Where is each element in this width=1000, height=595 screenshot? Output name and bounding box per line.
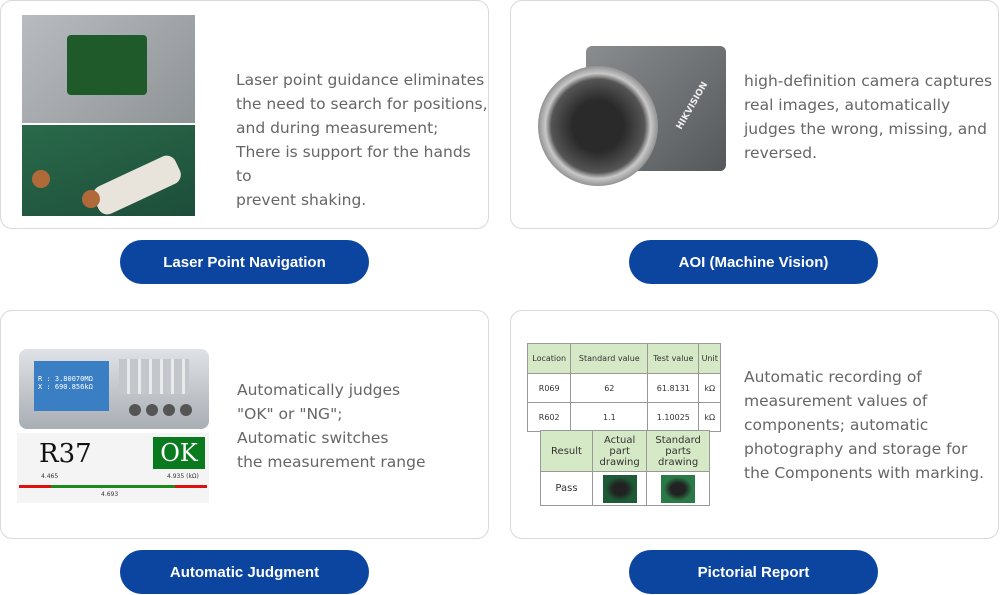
laser-closeup-photo xyxy=(22,125,195,216)
measurement-table: Location Standard value Test value Unit … xyxy=(526,343,721,432)
header-cell: Unit xyxy=(698,343,721,374)
header-cell: Standard value xyxy=(570,343,649,374)
header-cell: Test value xyxy=(647,343,700,374)
header-cell: Result xyxy=(540,430,593,472)
pictorial-report-button[interactable]: Pictorial Report xyxy=(629,550,878,594)
range-low: 4.465 xyxy=(41,473,59,480)
card-description: Laser point guidance eliminates the need… xyxy=(236,71,488,209)
camera-image: HIKVISION xyxy=(536,41,736,191)
cell: R602 xyxy=(526,402,572,432)
actual-part-image xyxy=(602,474,637,503)
cell: 1.10025 xyxy=(647,402,700,432)
cell: R069 xyxy=(526,373,572,403)
card-automatic-judgment: R : 3.80070MΩ X : 690.856kΩ R37 OK 4.465… xyxy=(0,310,489,539)
ok-badge: OK xyxy=(153,437,205,469)
range-unit: (kΩ) xyxy=(186,473,199,480)
component-label: R37 xyxy=(39,439,92,469)
aoi-machine-vision-button[interactable]: AOI (Machine Vision) xyxy=(629,240,878,284)
table-row: Pass xyxy=(540,471,710,506)
table-row: R069 62 61.8131 kΩ xyxy=(526,373,721,403)
table-row: R602 1.1 1.10025 kΩ xyxy=(526,402,721,432)
header-cell: Actual part drawing xyxy=(591,430,648,472)
lcr-meter-image: R : 3.80070MΩ X : 690.856kΩ xyxy=(19,349,209,429)
cell: 1.1 xyxy=(570,402,649,432)
card-laser-point-navigation: Laser point guidance eliminates the need… xyxy=(0,0,489,229)
card-description: high-definition camera captures real ima… xyxy=(744,72,993,162)
card-pictorial-report: Location Standard value Test value Unit … xyxy=(510,310,999,539)
meter-r-reading: R : 3.80070MΩ xyxy=(38,375,93,383)
result-value: Pass xyxy=(540,471,593,506)
card-aoi-machine-vision: HIKVISION high-definition camera capture… xyxy=(510,0,999,229)
range-bar xyxy=(19,485,207,488)
judgment-display: R37 OK 4.465 4.935 (kΩ) 4.693 xyxy=(17,433,209,503)
card-description: Automatic recording of measurement value… xyxy=(744,368,985,482)
standard-part-image xyxy=(661,474,696,503)
header-cell: Standard parts drawing xyxy=(646,430,710,472)
cell: kΩ xyxy=(698,402,721,432)
measured-value: 4.693 xyxy=(101,491,119,498)
cell: kΩ xyxy=(698,373,721,403)
laser-pcb-photo xyxy=(22,15,195,123)
cell: 62 xyxy=(570,373,649,403)
result-table: Result Actual part drawing Standard part… xyxy=(540,430,710,506)
card-description: Automatically judges "OK" or "NG"; Autom… xyxy=(237,381,426,471)
range-high: 4.935 xyxy=(167,473,185,480)
automatic-judgment-button[interactable]: Automatic Judgment xyxy=(120,550,369,594)
header-cell: Location xyxy=(526,343,572,374)
cell: 61.8131 xyxy=(647,373,700,403)
laser-point-navigation-button[interactable]: Laser Point Navigation xyxy=(120,240,369,284)
meter-x-reading: X : 690.856kΩ xyxy=(38,383,93,391)
